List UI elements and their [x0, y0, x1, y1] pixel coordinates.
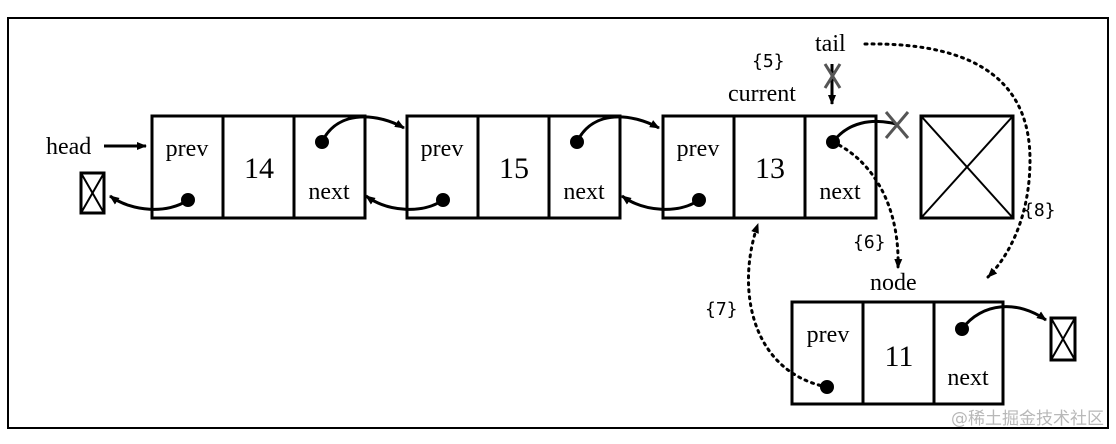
null-box-right [1049, 316, 1077, 362]
link-14-next-to-15 [320, 115, 405, 143]
node-15-next-cell [547, 114, 622, 220]
link-13-next-old-cross [884, 111, 910, 139]
step-6-arrow [831, 140, 903, 270]
null-box-old-tail [919, 114, 1015, 220]
node-14-prev-label: prev [166, 136, 209, 162]
null-box-left [79, 171, 106, 215]
current-label: current [728, 81, 796, 107]
link-13-next-old [831, 120, 897, 143]
node-11-value: 11 [885, 340, 914, 373]
node-label: node [870, 270, 917, 296]
node-15: prev 15 next [405, 114, 622, 220]
step-6-label: {6} [853, 232, 886, 253]
node-13-value-cell [732, 114, 807, 220]
step-7-label: {7} [705, 299, 738, 320]
tail-label: tail [815, 31, 846, 57]
tail-pointer-cross [823, 63, 842, 89]
node-13-next-label: next [819, 179, 861, 205]
node-13: prev 13 next [661, 114, 878, 220]
link-15-prev-to-14 [365, 194, 444, 211]
node-14-next-label: next [308, 179, 350, 205]
node-15-next-label: next [563, 179, 605, 205]
link-14-prev-to-null [109, 194, 189, 211]
node-14-value: 14 [244, 152, 274, 185]
step-8-label: {8} [1023, 200, 1056, 221]
node-13-value: 13 [755, 152, 785, 185]
node-11-value-cell [861, 300, 936, 406]
node-15-prev-label: prev [421, 136, 464, 162]
node-14-next-cell [292, 114, 367, 220]
node-11-next-label: next [947, 365, 989, 391]
watermark: @稀土掘金技术社区 [951, 409, 1104, 429]
link-11-next-to-null [960, 305, 1047, 330]
node-15-value: 15 [499, 152, 529, 185]
diagram-frame [7, 17, 1109, 429]
node-11-prev-label: prev [807, 322, 850, 348]
head-label: head [46, 134, 91, 160]
step-5-label: {5} [752, 51, 785, 72]
link-13-prev-to-15 [621, 194, 700, 211]
node-11-next-cell [932, 300, 1005, 406]
link-15-next-to-13 [575, 115, 660, 143]
node-15-value-cell [476, 114, 551, 220]
node-14-value-cell [221, 114, 296, 220]
step-8-arrow [863, 42, 1032, 279]
node-13-prev-label: prev [677, 136, 720, 162]
step-7-arrow [747, 222, 829, 389]
node-14: prev 14 next [150, 114, 367, 220]
